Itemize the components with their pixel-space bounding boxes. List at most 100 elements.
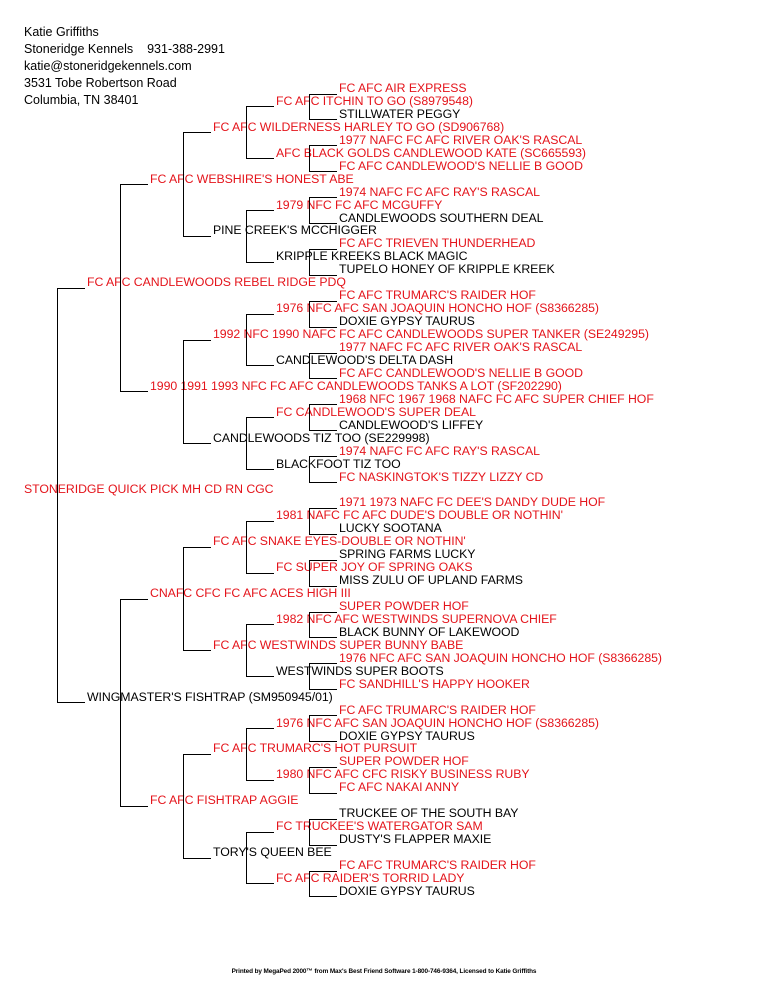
connector-line [246, 520, 247, 574]
pedigree-name: FC AFC TRIEVEN THUNDERHEAD [339, 236, 536, 251]
pedigree-name: FC AFC TRUMARC'S HOT PURSUIT [213, 741, 418, 756]
connector-line [183, 443, 211, 445]
printed-by-footer: Printed by MegaPed 2000™ from Max's Best… [231, 968, 537, 975]
pedigree-name: FC AFC AIR EXPRESS [339, 81, 467, 95]
connector-line [183, 132, 184, 237]
connector-line [309, 482, 337, 483]
connector-line [309, 766, 337, 768]
connector-line [246, 210, 274, 212]
connector-line [309, 326, 337, 328]
connector-line [57, 287, 58, 704]
connector-line [183, 857, 211, 859]
connector-line [246, 624, 247, 678]
pedigree-name: LUCKY SOOTANA [339, 521, 442, 536]
connector-line [246, 417, 274, 419]
pedigree-name: TORY'S QUEEN BEE [213, 845, 332, 860]
connector-line [120, 391, 148, 393]
connector-line [120, 184, 121, 393]
connector-line [309, 145, 310, 173]
connector-line [309, 715, 337, 717]
connector-line [183, 753, 211, 755]
connector-line [183, 339, 211, 341]
pedigree-name: FC AFC FISHTRAP AGGIE [150, 793, 299, 808]
pedigree-name: CANDLEWOODS TIZ TOO (SE229998) [213, 430, 430, 445]
connector-line [120, 184, 148, 186]
owner-email: katie@stoneridgekennels.com [24, 59, 192, 73]
pedigree-name: DOXIE GYPSY TAURUS [339, 314, 475, 329]
connector-line [246, 158, 274, 160]
connector-line [309, 430, 337, 432]
connector-line [309, 715, 310, 742]
connector-line [183, 546, 211, 548]
connector-line [246, 365, 274, 367]
connector-line [309, 248, 337, 250]
connector-line [246, 469, 274, 471]
connector-line [309, 197, 337, 199]
connector-line [309, 818, 337, 820]
connector-line [246, 106, 247, 160]
connector-line [309, 119, 337, 121]
connector-line [246, 417, 247, 471]
connector-line [309, 741, 337, 742]
kennel-phone: 931-388-2991 [147, 42, 225, 56]
pedigree-name: CNAFC CFC FC AFC ACES HIGH III [150, 586, 351, 601]
pedigree-name: STILLWATER PEGGY [339, 106, 461, 121]
connector-line [309, 197, 310, 224]
connector-line [246, 261, 274, 263]
connector-line [309, 456, 337, 458]
connector-line [309, 870, 310, 898]
pedigree-name: FC TRUCKEE'S WATERGATOR SAM [276, 819, 483, 834]
pedigree-name: 1977 NAFC FC AFC RIVER OAK'S RASCAL [339, 132, 583, 147]
connector-line [309, 456, 310, 483]
connector-line [309, 533, 337, 535]
connector-line [309, 93, 310, 121]
connector-line [246, 210, 247, 263]
pedigree-name: TRUCKEE OF THE SOUTH BAY [339, 806, 519, 821]
pedigree-name: TUPELO HONEY OF KRIPPLE KREEK [339, 262, 555, 277]
pedigree-name: 1981 NAFC FC AFC DUDE'S DOUBLE OR NOTHIN… [276, 508, 563, 523]
connector-line [309, 378, 337, 380]
kennel-line: Stoneridge Kennels 931-388-2991 [24, 41, 225, 58]
pedigree-name: SUPER POWDER HOF [339, 754, 469, 769]
connector-line [309, 559, 337, 561]
connector-line [309, 352, 337, 354]
pedigree-name: 1976 NFC AFC SAN JOAQUIN HONCHO HOF (S83… [276, 301, 599, 316]
pedigree-name: FC CANDLEWOOD'S SUPER DEAL [276, 404, 476, 419]
connector-line [246, 520, 274, 522]
pedigree-name: PINE CREEK'S MCCHIGGER [213, 223, 377, 238]
pedigree-name: FC AFC TRUMARC'S RAIDER HOF [339, 858, 536, 872]
pedigree-name: FC AFC TRUMARC'S RAIDER HOF [339, 702, 536, 717]
pedigree-name: 1982 NFC AFC WESTWINDS SUPERNOVA CHIEF [276, 611, 557, 626]
pedigree-name: FC SUPER JOY OF SPRING OAKS [276, 560, 473, 575]
connector-line [246, 106, 274, 108]
pedigree-name: FC AFC WESTWINDS SUPER BUNNY BABE [213, 637, 464, 652]
connector-line [246, 883, 274, 885]
pedigree-name: FC SANDHILL'S HAPPY HOOKER [339, 676, 530, 691]
pedigree-name: FC AFC CANDLEWOOD'S NELLIE B GOOD [339, 365, 583, 380]
connector-line [120, 598, 148, 600]
owner-city: Columbia, TN 38401 [24, 93, 139, 107]
connector-line [246, 313, 247, 367]
connector-line [309, 870, 337, 872]
connector-line [309, 766, 310, 794]
connector-line [309, 611, 337, 613]
pedigree-name: WESTWINDS SUPER BOOTS [276, 663, 444, 678]
connector-line [246, 572, 274, 574]
pedigree-name: 1990 1991 1993 NFC FC AFC CANDLEWOODS TA… [150, 378, 562, 393]
kennel-name: Stoneridge Kennels [24, 42, 134, 56]
connector-line [309, 896, 337, 898]
pedigree-name: MISS ZULU OF UPLAND FARMS [339, 573, 523, 588]
connector-line [183, 235, 211, 237]
pedigree-name: STONERIDGE QUICK PICK MH CD RN CGC [24, 482, 274, 497]
connector-line [57, 287, 85, 289]
pedigree-name: FC AFC SNAKE EYES-DOUBLE OR NOTHIN' [213, 534, 466, 549]
pedigree-name: 1971 1973 NAFC FC DEE'S DANDY DUDE HOF [339, 495, 606, 510]
pedigree-name: FC AFC WILDERNESS HARLEY TO GO (SD906768… [213, 119, 505, 134]
pedigree-name: DOXIE GYPSY TAURUS [339, 728, 475, 743]
connector-line [57, 702, 85, 704]
connector-line [246, 676, 274, 678]
pedigree-name: 1977 NAFC FC AFC RIVER OAK'S RASCAL [339, 340, 583, 354]
pedigree-name: SPRING FARMS LUCKY [339, 547, 476, 562]
pedigree-name: SUPER POWDER HOF [339, 599, 469, 613]
